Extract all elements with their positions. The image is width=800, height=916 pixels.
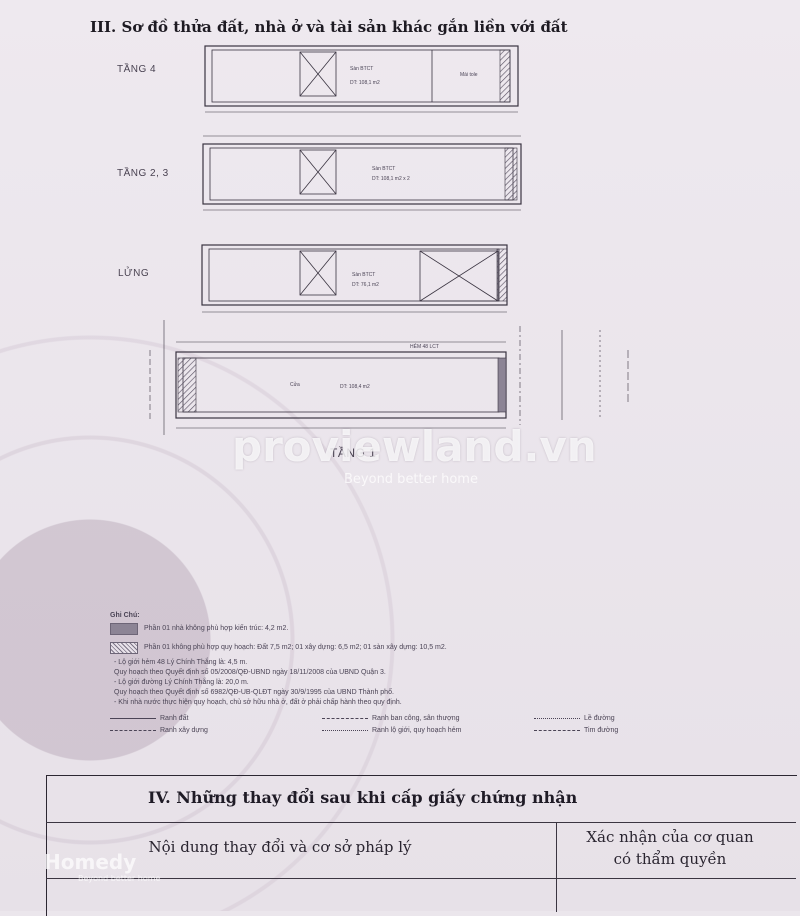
- line-swatch-dash: [322, 717, 368, 719]
- ground-floor-area: DT: 108,4 m2: [340, 384, 370, 390]
- floor-4-side-label: Mái tole: [460, 72, 478, 78]
- floor-2-3-area: DT: 108,1 m2 x 2: [372, 176, 410, 182]
- legend-note: - Lộ giới hẻm 48 Lý Chính Thắng là: 4,5 …: [114, 659, 248, 666]
- column-header-confirmation-line1: Xác nhận của cơ quan: [586, 828, 754, 846]
- floor-4-area: DT: 108,1 m2: [350, 80, 380, 86]
- line-legend-label: Lề đường: [584, 714, 615, 722]
- floor-label-mezzanine: LỬNG: [118, 268, 150, 279]
- table-column-divider: [556, 822, 557, 912]
- floor-2-3-plan: [202, 135, 522, 211]
- ground-floor-plan: [149, 320, 629, 435]
- floor-label-1: TẦNG 1: [330, 446, 377, 460]
- legend-swatch-solid: [110, 622, 138, 635]
- floor-label-4: TẦNG 4: [117, 64, 157, 75]
- legend-item-solid: Phần 01 nhà không phù hợp kiến trúc: 4,2…: [110, 622, 670, 635]
- legend-item-text: Phần 01 không phù hợp quy hoạch: Đất 7,5…: [144, 644, 447, 651]
- section-iv-title: IV. Những thay đổi sau khi cấp giấy chứn…: [148, 788, 578, 807]
- line-swatch-dashed: [110, 729, 156, 731]
- floor-2-3-room-label: Sàn BTCT: [372, 166, 395, 172]
- line-swatch-dotdash: [322, 729, 368, 731]
- footer-watermark-tagline: Beyond better home: [78, 874, 161, 883]
- legend-note: Quy hoạch theo Quyết định số 6982/QĐ-UB-…: [114, 689, 394, 696]
- section-iii-title: III. Sơ đồ thửa đất, nhà ở và tài sản kh…: [90, 18, 568, 36]
- line-legend-label: Tim đường: [584, 726, 619, 734]
- line-swatch-longdash: [534, 729, 580, 731]
- table-divider: [46, 878, 796, 879]
- line-legend-row-2: Ranh xây dựng Ranh lộ giới, quy hoạch hẻ…: [110, 724, 670, 736]
- footer-watermark-brand: Homedy: [44, 850, 137, 874]
- floor-label-2-3: TẦNG 2, 3: [117, 168, 169, 179]
- legend-swatch-hatch: [110, 641, 138, 654]
- section-iv-table: [46, 775, 797, 916]
- line-legend-label: Ranh lộ giới, quy hoạch hẻm: [372, 726, 462, 734]
- line-legend-row-1: Ranh đất Ranh ban công, sân thượng Lề đư…: [110, 712, 670, 724]
- table-divider: [46, 822, 796, 823]
- line-legend-label: Ranh xây dựng: [160, 726, 208, 734]
- ground-floor-alley-label: HẺM 48 LCT: [410, 343, 439, 350]
- floor-4-plan: [204, 45, 519, 113]
- watermark-tagline: Beyond better home: [344, 472, 478, 487]
- legend: Ghi Chú: Phần 01 nhà không phù hợp kiến …: [110, 612, 670, 736]
- floor-plan-drawing: Sàn BTCT DT: 108,1 m2 Mái tole Sàn BTCT …: [149, 45, 629, 435]
- column-header-confirmation-line2: có thẩm quyền: [613, 850, 727, 868]
- legend-header: Ghi Chú:: [110, 612, 140, 619]
- watermark-brand: proviewland.vn: [232, 422, 597, 471]
- mezzanine-plan: [201, 244, 508, 313]
- ground-floor-room-label: Cửa: [290, 381, 300, 388]
- floor-4-room-label: Sàn BTCT: [350, 66, 373, 72]
- mezzanine-area: DT: 76,1 m2: [352, 282, 379, 288]
- mezzanine-room-label: Sàn BTCT: [352, 272, 375, 278]
- line-swatch-dashdot: [534, 717, 580, 719]
- legend-note: - Khi nhà nước thực hiện quy hoạch, chủ …: [114, 699, 402, 706]
- line-swatch-solid: [110, 717, 156, 719]
- legend-item-text: Phần 01 nhà không phù hợp kiến trúc: 4,2…: [144, 625, 289, 632]
- legend-item-hatch: Phần 01 không phù hợp quy hoạch: Đất 7,5…: [110, 641, 670, 654]
- line-legend-label: Ranh đất: [160, 714, 189, 722]
- line-legend-label: Ranh ban công, sân thượng: [372, 714, 460, 722]
- legend-note: - Lộ giới đường Lý Chính Thắng là: 20,0 …: [114, 679, 249, 686]
- legend-note: Quy hoạch theo Quyết định số 05/2008/QĐ-…: [114, 669, 386, 676]
- column-header-changes: Nội dung thay đổi và cơ sở pháp lý: [148, 838, 412, 856]
